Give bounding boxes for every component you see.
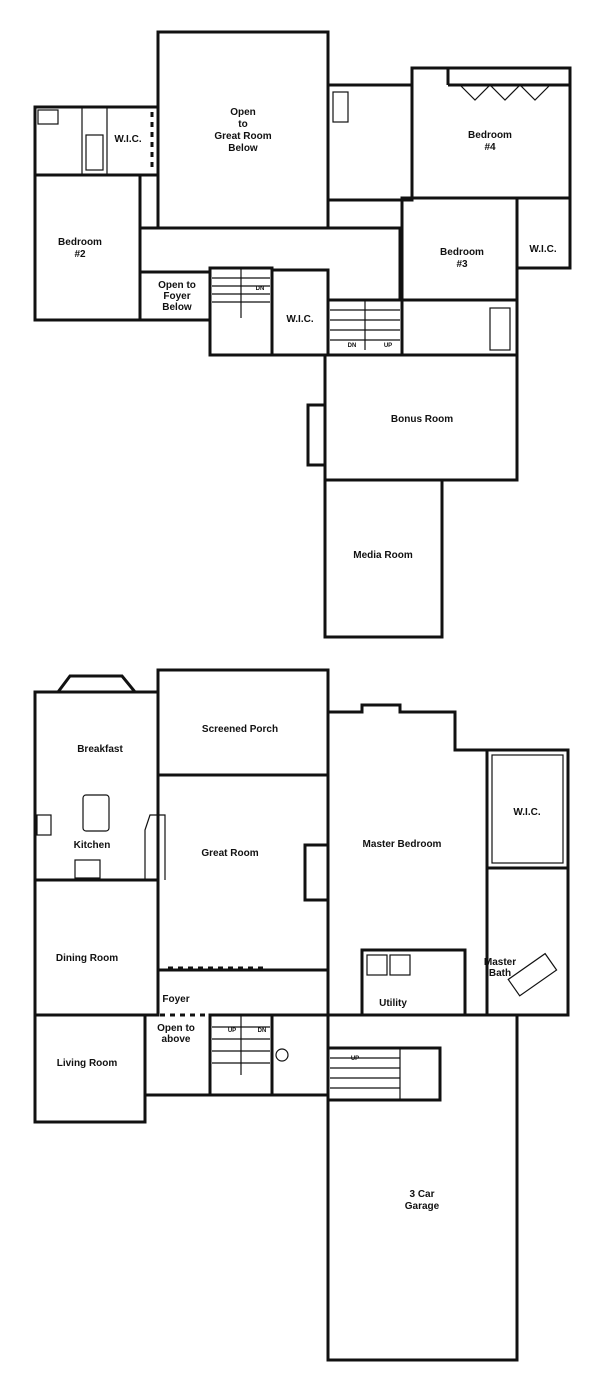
sink-icon [37, 109, 59, 125]
wic-center [270, 268, 330, 357]
dining-room [33, 878, 160, 1017]
garage-stair [326, 1046, 442, 1102]
svg-text:Bedroom#3: Bedroom#3 [440, 247, 484, 270]
wic-right [515, 196, 572, 270]
hall-bath [326, 83, 414, 202]
open-great-room-area [156, 30, 330, 230]
label-wic-left: W.I.C. [114, 134, 141, 145]
room-label: DN [258, 1028, 267, 1034]
kitchen-breakfast [33, 690, 160, 882]
room-label: Open to [157, 1023, 195, 1034]
label-living-room: Living Room [57, 1058, 118, 1069]
room-label: Bath [489, 968, 511, 979]
room-label: Bedroom [58, 237, 102, 248]
label-master-bedroom: Master Bedroom [363, 839, 442, 850]
label-screened-porch: Screened Porch [202, 724, 278, 735]
room-label: DN [348, 343, 357, 349]
label-wic-center: W.I.C. [286, 314, 313, 325]
room-label: Great Room [214, 131, 271, 142]
media-room [323, 478, 444, 639]
great-room [156, 773, 330, 972]
island [82, 794, 110, 832]
room-label: Bedroom [440, 247, 484, 258]
label-bonus-room: Bonus Room [391, 414, 453, 425]
sink-icon [275, 1048, 289, 1062]
room-label: Below [228, 143, 258, 154]
room-label: Master [484, 957, 516, 968]
room-label: #2 [74, 249, 86, 260]
powder-room [270, 1013, 330, 1097]
room-label: UP [351, 1056, 359, 1062]
garage [326, 1013, 519, 1362]
label-master-wic: W.I.C. [513, 807, 540, 818]
label-breakfast: Breakfast [77, 744, 123, 755]
tub-icon [489, 307, 511, 351]
room-label: Open [230, 107, 256, 118]
room-label: #3 [456, 259, 468, 270]
room-label: Bedroom [468, 130, 512, 141]
room-label: Foyer [163, 291, 190, 302]
tub-icon [332, 91, 349, 123]
room-label: above [162, 1034, 191, 1045]
room-label: Open to [158, 280, 196, 291]
room-label: Garage [405, 1201, 440, 1212]
label-utility: Utility [379, 998, 407, 1009]
label-wic-right: W.I.C. [529, 244, 556, 255]
svg-text:Bedroom#2: Bedroom#2 [58, 237, 102, 260]
range-icon [74, 859, 101, 879]
label-kitchen: Kitchen [74, 840, 111, 851]
room-label: UP [384, 343, 392, 349]
room-label: DN [256, 286, 265, 292]
label-foyer: Foyer [162, 994, 189, 1005]
bedroom-2 [33, 173, 142, 322]
room-label: to [238, 119, 247, 130]
main-floor: Breakfast Screened Porch Kitchen Great R… [33, 668, 570, 1362]
room-label: #4 [484, 142, 496, 153]
room-label: Below [162, 302, 192, 313]
label-great-room: Great Room [201, 848, 258, 859]
tub-icon [507, 952, 558, 997]
utility [360, 948, 467, 1017]
label-dining-room: Dining Room [56, 953, 118, 964]
svg-text:Bedroom#4: Bedroom#4 [468, 130, 512, 153]
label-media-room: Media Room [353, 550, 413, 561]
tub-icon [85, 134, 104, 171]
sink-icon [36, 814, 52, 836]
master-bath [485, 866, 570, 1017]
room-label: UP [228, 1028, 236, 1034]
room-label: 3 Car [409, 1189, 434, 1200]
screened-porch [156, 668, 330, 777]
